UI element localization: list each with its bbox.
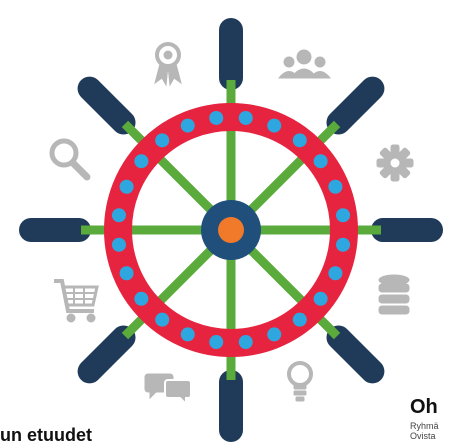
rim-dot bbox=[328, 179, 343, 194]
wheel-hub-center bbox=[218, 217, 244, 243]
rim-dot bbox=[292, 312, 307, 327]
wheel-handles bbox=[19, 18, 443, 442]
rim-dot bbox=[111, 208, 126, 223]
rim-dot bbox=[119, 179, 134, 194]
bottom-right-subtitle: Ryhmä Ovista bbox=[410, 421, 439, 441]
rim-dot bbox=[180, 118, 195, 133]
wheel-rim-dots bbox=[111, 110, 351, 350]
rim-dot bbox=[267, 327, 282, 342]
bottom-right-subtitle-line-2: Ovista bbox=[410, 431, 436, 441]
rim-dot bbox=[119, 266, 134, 281]
spoke-handle bbox=[326, 76, 385, 135]
rim-dot bbox=[238, 335, 253, 350]
wheel-rim bbox=[104, 103, 358, 357]
rim-dot bbox=[155, 312, 170, 327]
rim-dot bbox=[292, 133, 307, 148]
users-group-icon bbox=[277, 49, 332, 79]
bottom-right-subtitle-line-1: Ryhmä bbox=[410, 421, 439, 431]
rim-dot bbox=[180, 327, 195, 342]
spoke-handle bbox=[77, 76, 136, 135]
spoke-handle bbox=[77, 325, 136, 384]
rim-dot bbox=[134, 291, 149, 306]
rim-dot bbox=[155, 133, 170, 148]
rim-dot bbox=[267, 118, 282, 133]
award-ribbon-icon bbox=[154, 42, 182, 87]
database-icon bbox=[378, 274, 410, 315]
bottom-right-title: Oh bbox=[410, 396, 438, 418]
rim-dot bbox=[313, 291, 328, 306]
shopping-cart-icon bbox=[54, 279, 99, 323]
lightbulb-icon bbox=[287, 361, 313, 402]
rim-dot bbox=[313, 154, 328, 169]
bottom-left-caption: un etuudet bbox=[0, 425, 92, 445]
gear-icon bbox=[376, 144, 414, 182]
spoke-handle bbox=[326, 325, 385, 384]
rim-dot bbox=[209, 110, 224, 125]
rim-dot bbox=[111, 237, 126, 252]
rim-dot bbox=[336, 208, 351, 223]
rim-dot bbox=[134, 154, 149, 169]
chat-bubbles-icon bbox=[144, 373, 192, 407]
rim-dot bbox=[336, 237, 351, 252]
rim-dot bbox=[238, 110, 253, 125]
rim-dot bbox=[209, 335, 224, 350]
rim-dot bbox=[328, 266, 343, 281]
search-icon bbox=[49, 138, 91, 181]
